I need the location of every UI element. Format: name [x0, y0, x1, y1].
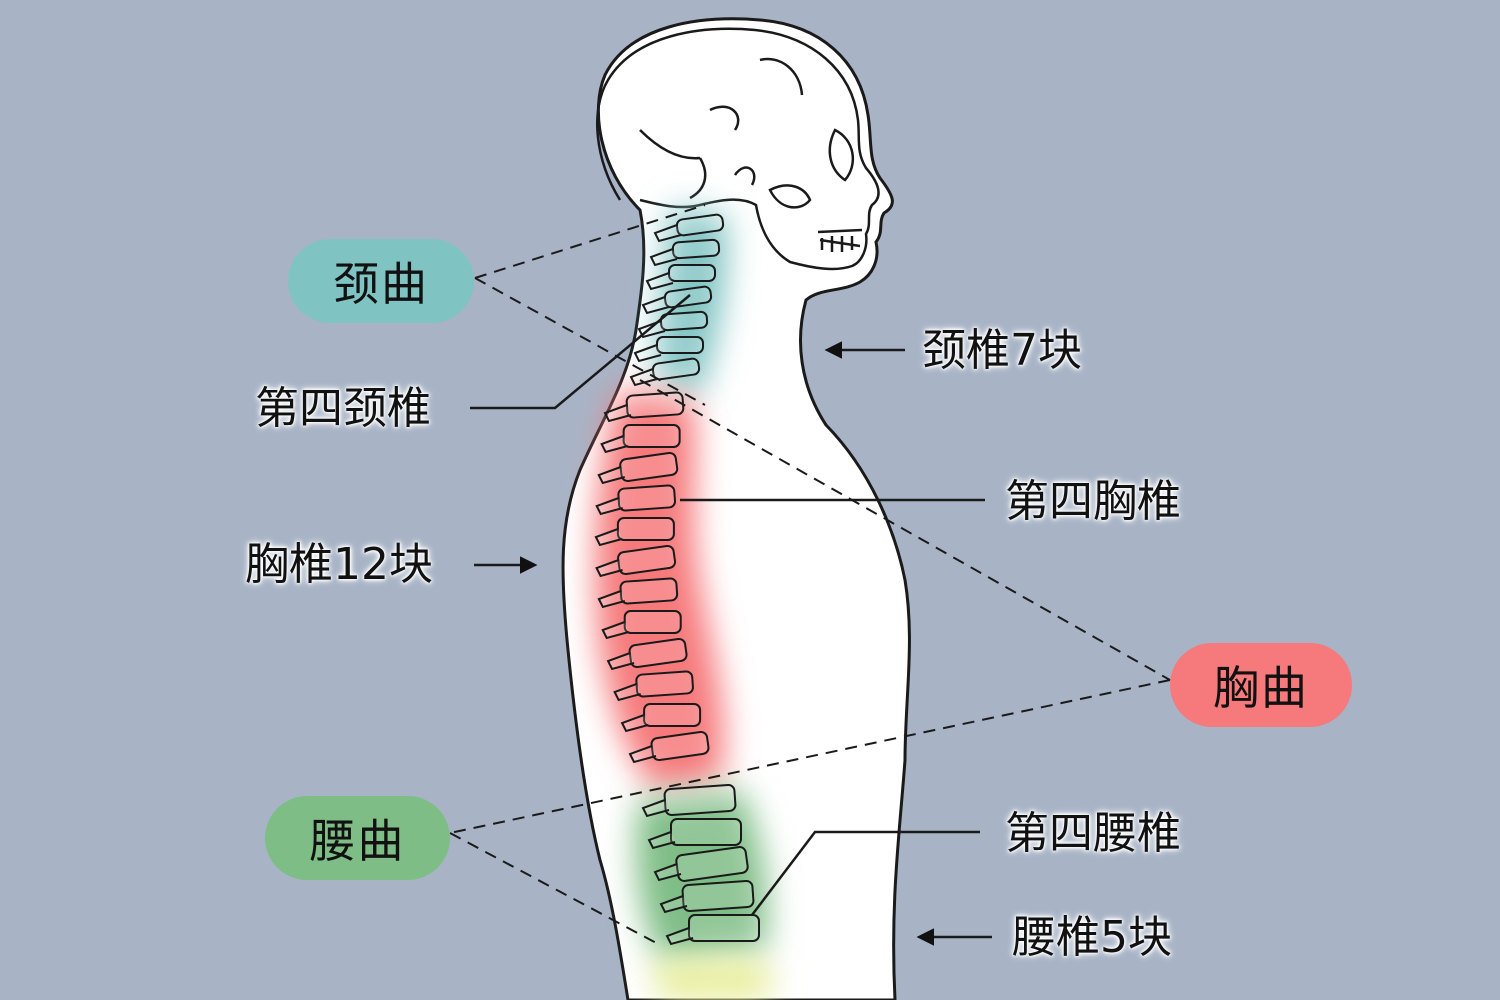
vertebra	[616, 517, 675, 541]
vertebra	[623, 610, 682, 634]
spinous-process	[597, 590, 626, 609]
spinous-process	[594, 528, 623, 547]
vertebra	[628, 637, 688, 669]
vertebra	[656, 336, 704, 354]
vertebra	[651, 357, 701, 381]
spinous-process	[628, 745, 657, 764]
skull-illustration	[596, 27, 880, 271]
vertebra	[650, 730, 710, 762]
lumbar-count-label: 腰椎5块	[1012, 912, 1172, 963]
vertebrae	[594, 213, 760, 946]
spinous-process	[665, 927, 694, 946]
vertebra	[688, 914, 760, 942]
spinous-process	[600, 435, 628, 454]
vertebra	[670, 818, 742, 846]
spinous-process	[629, 368, 658, 387]
vertebra	[625, 391, 685, 419]
vertebra	[643, 703, 702, 727]
spinous-process	[601, 621, 629, 640]
vertebra	[619, 451, 679, 483]
thoracic-curve-pill: 胸曲	[1170, 643, 1352, 727]
vertebra	[663, 783, 737, 817]
spinous-process	[603, 404, 632, 423]
spinous-process	[645, 272, 674, 291]
curve-leader-lines	[449, 204, 1171, 946]
spinous-process	[641, 296, 670, 315]
spinous-process	[595, 497, 623, 516]
vertebra	[675, 846, 749, 882]
cervical-curve-pill: 颈曲	[288, 239, 474, 323]
spinous-process	[606, 652, 635, 671]
cervical-count-label: 颈椎7块	[922, 325, 1082, 376]
spinous-process	[653, 224, 682, 243]
spinous-process	[653, 863, 682, 882]
vertebra	[617, 544, 677, 576]
vertebra	[635, 670, 694, 698]
spinous-process	[641, 799, 670, 818]
spinous-process	[597, 466, 625, 485]
spinous-process	[647, 831, 676, 850]
spinous-process	[595, 559, 623, 578]
spinous-process	[649, 248, 678, 267]
lumbar-curve-pill: 腰曲	[265, 796, 450, 880]
fourth-lumbar-label: 第四腰椎	[1005, 808, 1181, 859]
spinous-process	[613, 683, 641, 702]
vertebra	[671, 238, 721, 260]
fourth-thoracic-label: 第四胸椎	[1005, 476, 1181, 527]
fourth-cervical-label: 第四颈椎	[255, 383, 431, 434]
pointer-lines	[470, 294, 992, 946]
thoracic-count-label: 胸椎12块	[245, 539, 433, 590]
spinous-process	[659, 895, 688, 914]
vertebra	[622, 424, 681, 448]
vertebra	[668, 264, 716, 282]
vertebra	[675, 213, 725, 237]
vertebra	[619, 577, 679, 605]
vertebra	[681, 879, 755, 913]
spinous-process	[620, 714, 649, 733]
spinous-process	[633, 344, 662, 363]
vertebra	[659, 310, 709, 332]
vertebra	[617, 484, 676, 512]
